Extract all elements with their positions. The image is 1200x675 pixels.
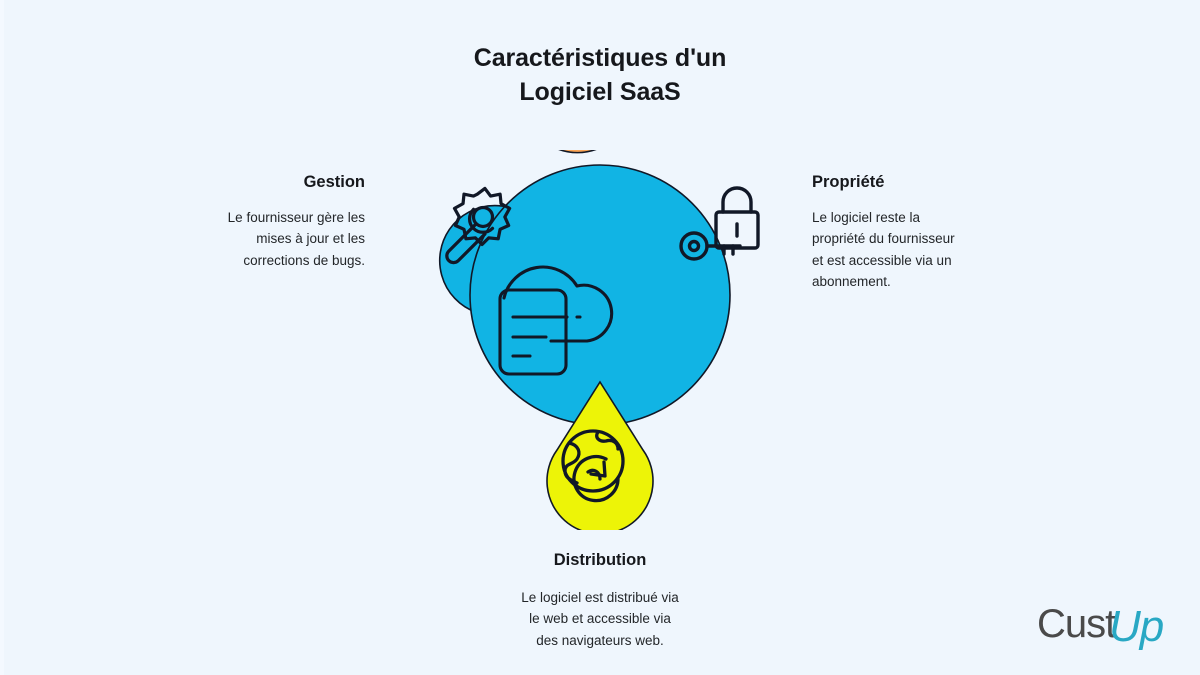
node-body-line: des navigateurs web. bbox=[536, 632, 664, 648]
node-heading-distribution: Distribution bbox=[553, 551, 647, 569]
logo-text-cust: Cust bbox=[1037, 602, 1116, 646]
node-body-gestion: Le fournisseur gère les mises à jour et … bbox=[150, 207, 365, 270]
node-body-line: propriété du fournisseur bbox=[812, 231, 955, 247]
globe-refresh-icon bbox=[561, 429, 625, 503]
node-body-line: mises à jour et les bbox=[256, 231, 365, 247]
left-edge-strip bbox=[0, 0, 4, 675]
node-body-line: Le fournisseur gère les bbox=[227, 210, 365, 226]
page-title-line-1: Caractéristiques d'un bbox=[473, 44, 727, 72]
diagram-graphic bbox=[400, 150, 800, 530]
custup-logo: Cust Up bbox=[1037, 597, 1185, 659]
node-body-line: corrections de bugs. bbox=[243, 252, 365, 268]
node-body-propriete: Le logiciel reste la propriété du fourni… bbox=[812, 207, 1012, 291]
node-heading-propriete: Propriété bbox=[812, 173, 885, 191]
logo-text-up: Up bbox=[1109, 602, 1164, 651]
node-heading-gestion: Gestion bbox=[303, 173, 365, 191]
node-body-line: et est accessible via un bbox=[812, 252, 952, 268]
lock-key-icon bbox=[679, 186, 760, 261]
node-body-line: Le logiciel reste la bbox=[812, 210, 921, 226]
page-title: Caractéristiques d'un Logiciel SaaS bbox=[0, 42, 1200, 109]
node-text-propriete: Propriété Le logiciel reste la propriété… bbox=[812, 172, 1012, 292]
node-body-line: Le logiciel est distribué via bbox=[521, 590, 679, 606]
node-body-distribution: Le logiciel est distribué via le web et … bbox=[430, 587, 770, 650]
wrench-gear-icon bbox=[445, 186, 512, 265]
node-body-line: abonnement. bbox=[812, 273, 891, 289]
cloud-document-icon bbox=[498, 265, 614, 376]
page-title-line-2: Logiciel SaaS bbox=[519, 77, 681, 106]
node-text-gestion: Gestion Le fournisseur gère les mises à … bbox=[150, 172, 365, 271]
node-body-line: le web et accessible via bbox=[529, 611, 671, 627]
node-text-distribution: Distribution Le logiciel est distribué v… bbox=[430, 550, 770, 651]
